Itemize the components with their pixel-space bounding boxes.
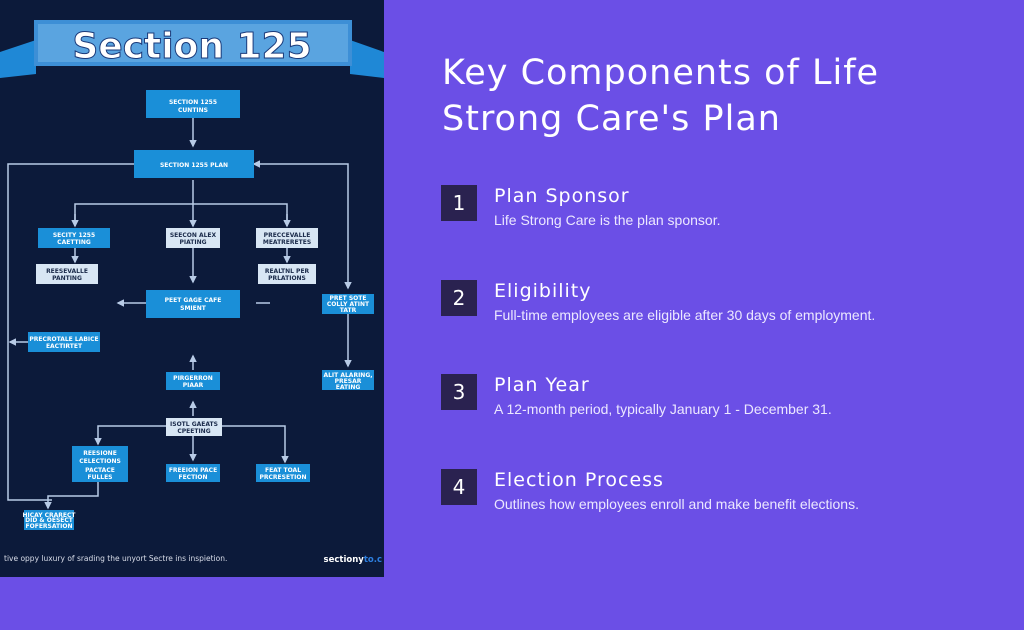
item-heading: Election Process: [494, 469, 664, 491]
item-number-badge: 1: [441, 185, 477, 221]
box-label: PRLATIONS: [268, 275, 306, 282]
banner-title: Section 125: [72, 26, 311, 67]
box-label: SECITY 1255: [53, 232, 95, 239]
box-label: SECTION 1255 PLAN: [160, 162, 228, 169]
infographic-caption: tive oppy luxury of srading the unyort S…: [4, 554, 228, 563]
box-label: REESIONE: [83, 450, 117, 457]
box-label: ALIT ALARING,: [323, 372, 372, 379]
component-item-plan-sponsor: 1 Plan Sponsor Life Strong Care is the p…: [441, 185, 1021, 245]
item-heading: Plan Sponsor: [494, 185, 630, 207]
item-number-badge: 2: [441, 280, 477, 316]
box-label: CAETTING: [57, 239, 91, 246]
banner: Section 125: [0, 20, 384, 78]
box-label: FEAT TOAL: [265, 467, 301, 474]
box-label: REESEVALLE: [46, 268, 88, 275]
box-label: SEECON ALEX: [170, 232, 217, 239]
item-heading: Plan Year: [494, 374, 590, 396]
component-item-election-process: 4 Election Process Outlines how employee…: [441, 469, 1021, 529]
item-description: A 12-month period, typically January 1 -…: [494, 401, 832, 417]
item-description: Full-time employees are eligible after 3…: [494, 307, 876, 323]
title-line-2: Strong Care's Plan: [442, 99, 781, 139]
box-label: FREEION PACE: [169, 467, 217, 474]
brand-accent: to.c: [363, 555, 382, 565]
box-label: TATR: [340, 307, 357, 314]
brand-main: sectiony: [323, 555, 364, 565]
box-label: DID & OESECT: [25, 517, 74, 524]
item-number-badge: 4: [441, 469, 477, 505]
box-label: FOFERSATION: [26, 523, 73, 530]
item-number-badge: 3: [441, 374, 477, 410]
box-label: PRET SOTE: [330, 295, 367, 302]
box-label: PRECROTALE LABICE: [29, 336, 98, 343]
box-label: SMIENT: [180, 305, 207, 312]
box-label: CELECTIONS: [79, 458, 121, 465]
box-label: PIRGERRON: [173, 375, 213, 382]
box-label: PEET GAGE CAFE: [165, 297, 222, 304]
box-label: MEATRERETES: [263, 239, 311, 246]
box-label: EACTIRTET: [46, 343, 83, 350]
flow-box-labels: SECTION 1255 CUNTINS SECTION 1255 PLAN S…: [22, 99, 372, 530]
box-label: PRECCEVALLE: [264, 232, 311, 239]
box-label: PRESAR: [335, 378, 362, 385]
component-item-eligibility: 2 Eligibility Full-time employees are el…: [441, 280, 1021, 340]
box-label: EATING: [336, 384, 361, 391]
box-label: CUNTINS: [178, 107, 208, 114]
box-label: PANTING: [52, 275, 82, 282]
flow-boxes: [24, 90, 374, 530]
item-description: Life Strong Care is the plan sponsor.: [494, 212, 721, 228]
box-label: REALTNL PER: [265, 268, 310, 275]
component-item-plan-year: 3 Plan Year A 12-month period, typically…: [441, 374, 1021, 434]
flowchart-graphic: Section 125: [0, 20, 384, 530]
item-heading: Eligibility: [494, 280, 592, 302]
title-line-1: Key Components of Life: [442, 53, 880, 93]
box-label: HICAY CRARECT: [22, 512, 76, 519]
flow-connectors: [7, 118, 352, 510]
box-label: FULLES: [87, 474, 112, 481]
box-label: PACTACE: [85, 467, 115, 474]
box-label: SECTION 1255: [169, 99, 217, 106]
section-125-infographic: Section 125: [0, 0, 384, 577]
box-label: ISOTL GAEATS: [170, 421, 218, 428]
box-label: FECTION: [178, 474, 207, 481]
item-description: Outlines how employees enroll and make b…: [494, 496, 859, 512]
box-label: PRCRESETION: [259, 474, 306, 481]
infographic-brand: sectionyto.c: [324, 555, 382, 565]
box-label: COLLY ATINT: [327, 301, 370, 308]
box-label: CPEETING: [177, 428, 210, 435]
box-label: PIAAR: [183, 382, 204, 389]
box-label: PIATING: [179, 239, 206, 246]
